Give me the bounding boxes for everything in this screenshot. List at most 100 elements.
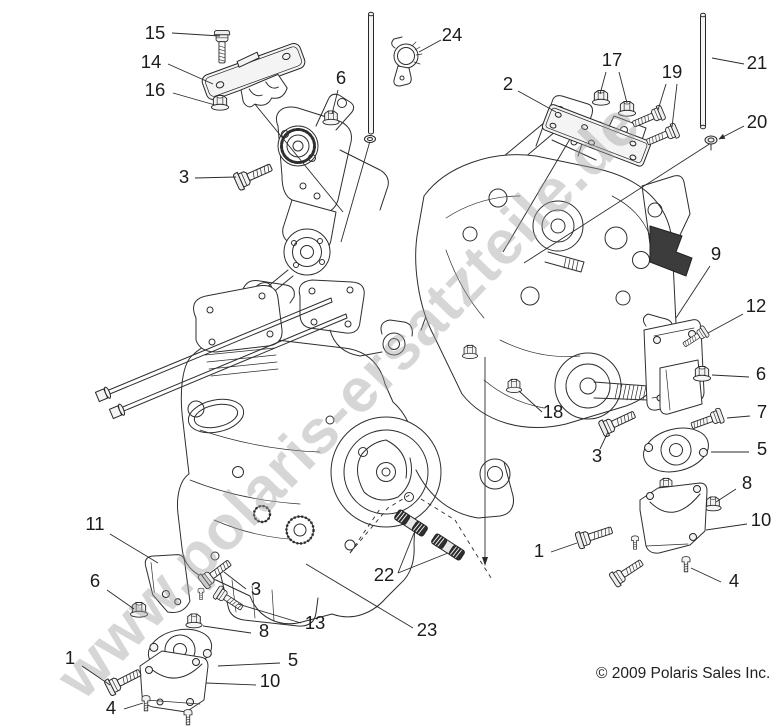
part-washer-20 bbox=[704, 135, 718, 151]
leader-line-3 bbox=[194, 176, 237, 179]
callout-21: 21 bbox=[747, 52, 768, 73]
copyright-text: © 2009 Polaris Sales Inc. bbox=[596, 665, 770, 682]
part-bracket-10-left bbox=[139, 650, 209, 713]
leader-line-11 bbox=[109, 533, 159, 564]
callout-19: 19 bbox=[662, 61, 683, 82]
leader-line-16 bbox=[172, 92, 216, 106]
callout-18: 18 bbox=[543, 401, 564, 422]
callout-3: 3 bbox=[592, 445, 602, 466]
leader-line-13 bbox=[237, 603, 302, 624]
leader-line-5 bbox=[217, 662, 281, 667]
callout-5: 5 bbox=[757, 438, 767, 459]
part-screw-4-right bbox=[681, 556, 691, 573]
hardware bbox=[103, 11, 726, 726]
part-mount-5-right bbox=[643, 427, 709, 473]
callout-22: 22 bbox=[374, 564, 395, 585]
part-bolt-extra-right bbox=[608, 555, 647, 589]
callout-6: 6 bbox=[756, 363, 766, 384]
part-nut-16 bbox=[210, 94, 230, 111]
leader-line-4 bbox=[123, 702, 144, 710]
leader-line-8 bbox=[715, 488, 737, 503]
leader-line-17 bbox=[618, 71, 628, 104]
part-nut-18a bbox=[461, 344, 479, 359]
leader-line-17 bbox=[599, 71, 607, 95]
leader-line-3 bbox=[599, 431, 609, 450]
callout-3: 3 bbox=[251, 578, 261, 599]
leader-line-15 bbox=[171, 32, 221, 37]
long-bolts-art bbox=[94, 297, 348, 420]
part-plate-2 bbox=[541, 104, 652, 167]
callout-8: 8 bbox=[742, 472, 752, 493]
transmission-art bbox=[415, 95, 693, 428]
callout-4: 4 bbox=[106, 697, 116, 718]
part-nut-6-right bbox=[692, 365, 712, 382]
leader-line-6 bbox=[106, 589, 135, 610]
callout-14: 14 bbox=[141, 51, 162, 72]
leader-line-6 bbox=[711, 374, 750, 378]
part-screw-bottom bbox=[183, 709, 193, 726]
callout-4: 4 bbox=[729, 570, 739, 591]
callout-6: 6 bbox=[336, 67, 346, 88]
engine-art bbox=[94, 279, 514, 627]
part-nut-8-right bbox=[704, 496, 722, 512]
callout-2: 2 bbox=[503, 73, 513, 94]
callout-8: 8 bbox=[259, 620, 269, 641]
callout-10: 10 bbox=[260, 670, 281, 691]
callout-12: 12 bbox=[746, 295, 767, 316]
callout-10: 10 bbox=[751, 509, 772, 530]
leader-line-10 bbox=[205, 682, 257, 686]
part-rod-left bbox=[364, 11, 376, 143]
part-shield-11 bbox=[144, 554, 191, 613]
leader-line-14 bbox=[167, 63, 214, 85]
part-bolt-3-top bbox=[232, 158, 276, 192]
part-bracket-9 bbox=[642, 313, 705, 415]
part-bolt-1-right bbox=[574, 521, 615, 550]
leader-line-1 bbox=[550, 542, 578, 553]
part-rod-21 bbox=[700, 12, 706, 130]
leader-line-6 bbox=[331, 89, 339, 115]
part-nut-6-top bbox=[322, 110, 340, 126]
callout-6: 6 bbox=[90, 570, 100, 591]
leader-line-4 bbox=[690, 567, 722, 583]
assembly-lines bbox=[253, 102, 712, 582]
part-bolt-7 bbox=[688, 407, 726, 434]
callout-1: 1 bbox=[65, 647, 75, 668]
leader-line-22 bbox=[397, 552, 449, 574]
part-bracket-14 bbox=[201, 43, 306, 108]
leader-line-24 bbox=[418, 39, 442, 53]
part-clamp-24 bbox=[391, 36, 423, 87]
leader-line-20 bbox=[718, 125, 745, 140]
front-gearcase-art bbox=[241, 93, 389, 304]
leader-line-19 bbox=[657, 83, 667, 111]
callout-23: 23 bbox=[417, 619, 438, 640]
leader-line-8 bbox=[202, 625, 252, 634]
callout-15: 15 bbox=[145, 22, 166, 43]
callout-5: 5 bbox=[288, 649, 298, 670]
callout-9: 9 bbox=[711, 243, 721, 264]
part-screw-a bbox=[631, 535, 639, 550]
leader-line-19 bbox=[671, 83, 678, 128]
leader-line-1 bbox=[81, 665, 111, 686]
callout-17: 17 bbox=[602, 49, 623, 70]
callout-13: 13 bbox=[305, 612, 326, 633]
leader-line-12 bbox=[707, 313, 744, 334]
part-bracket-10-right bbox=[639, 482, 708, 554]
leader-line-21 bbox=[711, 57, 745, 65]
callout-16: 16 bbox=[145, 79, 166, 100]
leader-line-7 bbox=[726, 415, 751, 419]
leader-line-10 bbox=[705, 523, 748, 531]
part-stud-22b bbox=[430, 532, 466, 562]
callout-11: 11 bbox=[85, 513, 104, 534]
leader-line-18 bbox=[518, 390, 543, 413]
leader-line-23 bbox=[305, 563, 414, 629]
callout-1: 1 bbox=[534, 540, 544, 561]
leader-line-2 bbox=[517, 90, 557, 113]
callout-3: 3 bbox=[179, 166, 189, 187]
part-nut-8-left bbox=[185, 613, 203, 629]
callout-24: 24 bbox=[442, 24, 463, 45]
callout-20: 20 bbox=[747, 111, 768, 132]
leader-line-22 bbox=[397, 532, 415, 574]
